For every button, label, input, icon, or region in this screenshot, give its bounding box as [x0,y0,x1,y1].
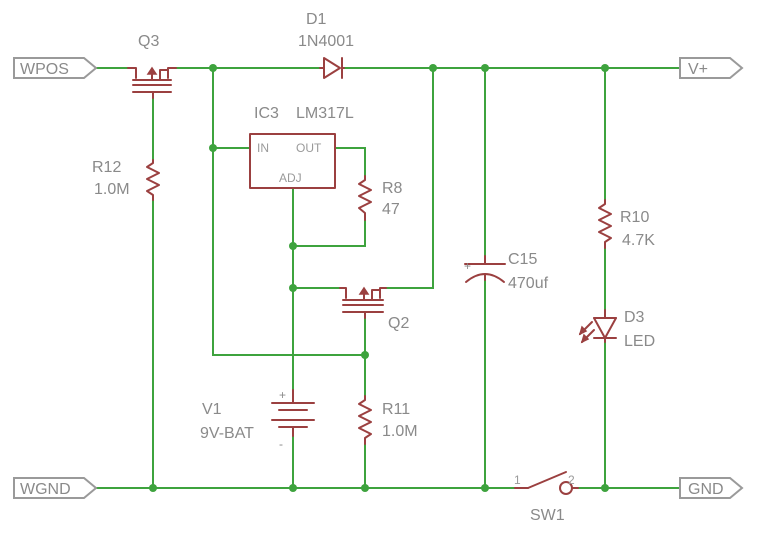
c15-ref: C15 [508,251,537,268]
v1-ref: V1 [202,401,222,418]
junction-dot [601,64,609,72]
q2-ref: Q2 [388,315,409,332]
r11-ref: R11 [382,401,410,418]
c15-value: 470uf [508,275,549,292]
port-wpos-label: WPOS [20,61,69,78]
v1-pos: + [279,388,286,402]
ic3-value: LM317L [296,105,354,122]
junction-dot [209,144,217,152]
c15-polarity: + [464,259,471,273]
r11-value: 1.0M [382,423,418,440]
ic3-pin-out: OUT [296,141,322,155]
sw1-switch[interactable]: 1 2 SW1 [514,471,579,524]
junction-dot [289,484,297,492]
r12-ref: R12 [92,159,121,176]
r11-resistor[interactable]: R11 1.0M [358,395,418,445]
port-wpos[interactable]: WPOS [13,57,98,79]
ic3-regulator[interactable]: IN OUT ADJ IC3 LM317L [249,105,354,189]
d1-diode[interactable]: D1 1N4001 [298,11,354,79]
sw1-pin1: 1 [514,473,521,487]
r10-resistor[interactable]: R10 4.7K [598,199,655,249]
junctions [149,64,609,492]
junction-dot [209,64,217,72]
ic3-ref: IC3 [254,105,279,122]
r8-ref: R8 [382,180,403,197]
v1-value: 9V-BAT [200,425,254,442]
port-wgnd-label: WGND [20,481,71,498]
r8-value: 47 [382,201,400,218]
junction-dot [481,484,489,492]
sw1-pin2: 2 [568,473,575,487]
junction-dot [289,242,297,250]
ic3-pin-adj: ADJ [279,171,302,185]
junction-dot [429,64,437,72]
v1-battery[interactable]: + - V1 9V-BAT [200,388,315,451]
r8-resistor[interactable]: R8 47 [358,175,403,221]
r10-value: 4.7K [622,232,655,249]
r12-value: 1.0M [94,181,130,198]
v1-neg: - [279,437,283,451]
junction-dot [361,351,369,359]
sw1-ref: SW1 [530,507,565,524]
junction-dot [601,484,609,492]
d1-ref: D1 [306,11,327,28]
r10-ref: R10 [620,209,649,226]
q3-mosfet[interactable]: Q3 [127,33,177,99]
r12-resistor[interactable]: R12 1.0M [92,159,160,201]
wires [95,67,681,489]
q3-ref: Q3 [138,33,159,50]
d3-value: LED [624,333,655,350]
d1-value: 1N4001 [298,33,354,50]
port-gnd-label: GND [688,481,724,498]
d3-ref: D3 [624,309,645,326]
c15-capacitor[interactable]: + C15 470uf [464,251,549,292]
ic3-pin-in: IN [257,141,269,155]
junction-dot [289,284,297,292]
junction-dot [361,484,369,492]
junction-dot [481,64,489,72]
junction-dot [149,484,157,492]
q2-mosfet[interactable]: Q2 [339,286,409,332]
port-wgnd[interactable]: WGND [13,477,98,499]
port-gnd[interactable]: GND [679,477,744,499]
port-vplus[interactable]: V+ [679,57,744,79]
d3-led[interactable]: D3 LED [578,309,655,350]
port-vplus-label: V+ [688,61,708,78]
